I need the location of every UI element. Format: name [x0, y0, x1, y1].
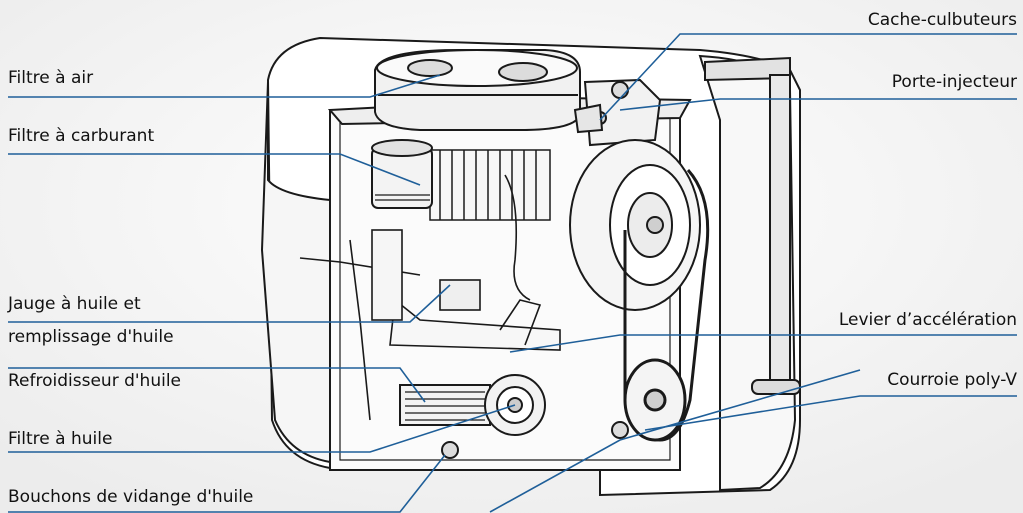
label-oil-cooler: Refroidisseur d'huile — [8, 371, 182, 391]
fuel-filter — [371, 139, 433, 209]
label-dipstick-line1: Jauge à huile et — [8, 294, 141, 314]
label-drain-plugs: Bouchons de vidange d'huile — [8, 487, 254, 507]
leader-lines — [8, 33, 1017, 513]
label-throttle-lever: Levier d’accélération — [838, 310, 1017, 330]
leader-dipstick — [8, 284, 451, 323]
leader-drain-plug-right — [489, 369, 861, 513]
leader-poly-v-belt — [644, 395, 1017, 431]
engine-details — [299, 174, 561, 421]
label-rocker-cover: Cache-culbuteurs — [867, 10, 1017, 30]
leader-oil-cooler — [8, 367, 426, 403]
cooling-fan — [569, 139, 701, 311]
leader-throttle-lever — [509, 334, 1017, 353]
poly-v-belt-drawing — [623, 168, 710, 442]
label-dipstick-line2: remplissage d'huile — [8, 327, 174, 347]
rocker-cover — [573, 78, 662, 147]
air-filter-housing — [374, 49, 581, 131]
cylinder-fins — [429, 149, 551, 221]
label-air-filter: Filtre à air — [8, 68, 94, 88]
leader-fuel-filter — [8, 153, 421, 186]
label-fuel-filter: Filtre à carburant — [8, 126, 155, 146]
leader-air-filter — [8, 74, 441, 98]
leader-oil-filter — [8, 404, 516, 453]
label-injector-holder: Porte-injecteur — [891, 72, 1017, 92]
leader-rocker-cover — [599, 33, 1017, 121]
label-oil-filter: Filtre à huile — [8, 429, 113, 449]
leader-injector-holder — [619, 98, 1017, 111]
label-poly-v-belt: Courroie poly-V — [887, 370, 1017, 390]
leader-drain-plug-left — [8, 454, 446, 513]
